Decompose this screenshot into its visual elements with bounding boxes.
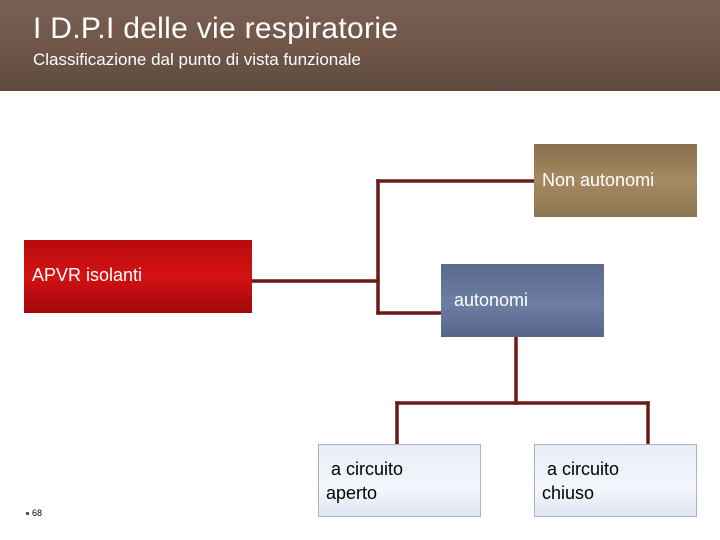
page-number: 68	[32, 508, 43, 518]
node-apvr-isolanti: APVR isolanti	[24, 240, 252, 313]
slide-title: I D.P.I delle vie respiratorie	[33, 12, 399, 45]
slide-subtitle: Classificazione dal punto di vista funzi…	[33, 50, 361, 69]
node-autonomi: autonomi	[441, 264, 604, 337]
bullet-icon	[26, 512, 29, 516]
node-circuito-chiuso: a circuito chiuso	[534, 444, 697, 517]
node-circuito-aperto: a circuito aperto	[318, 444, 481, 517]
slide-header: I D.P.I delle vie respiratorie Classific…	[0, 0, 720, 91]
slide-footer: 68	[26, 508, 42, 518]
node-non-autonomi: Non autonomi	[534, 144, 697, 217]
